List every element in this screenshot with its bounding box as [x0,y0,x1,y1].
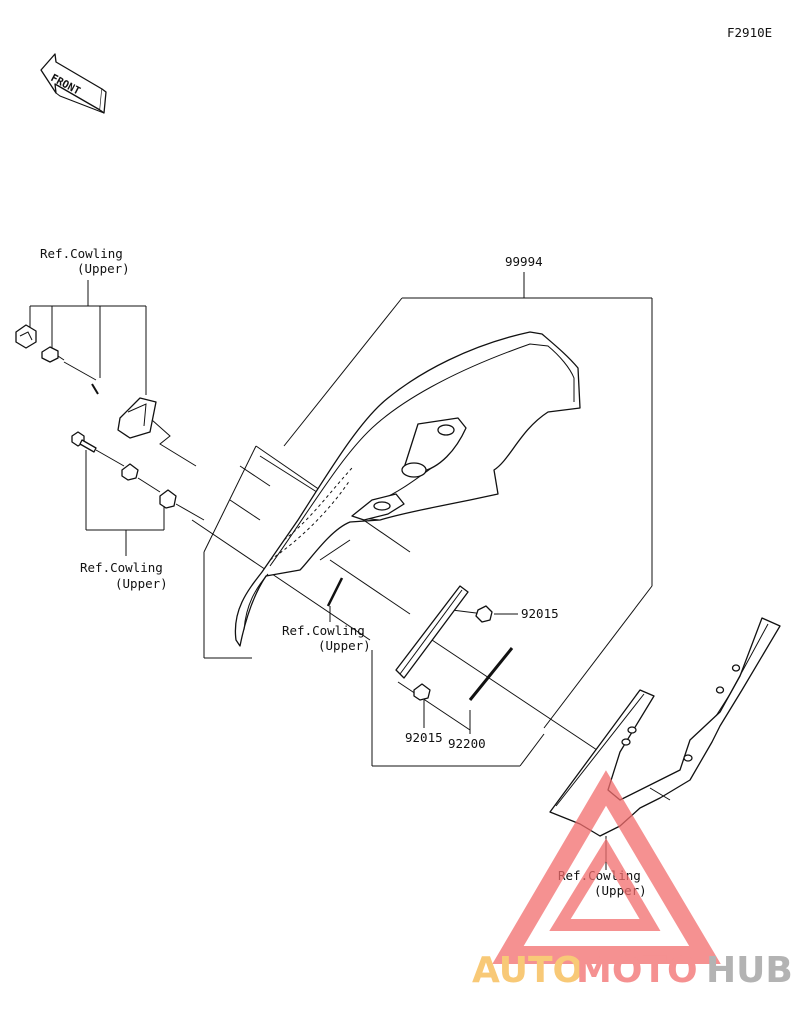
nut-92015-left-part [413,683,431,701]
leader-lines-ref-1 [29,280,147,395]
svg-text:(Upper): (Upper) [318,638,371,653]
ref-cowling-label-1: Ref.Cowling (Upper) [40,246,130,276]
svg-text:Ref.Cowling: Ref.Cowling [80,560,163,575]
part-number-99994: 99994 [505,254,543,269]
leader-lines-ref-2 [85,450,165,556]
collar-part [121,463,139,481]
mount-bracket-part [549,617,781,837]
part-number-92200: 92200 [448,736,486,751]
front-arrow-icon: FRONT [40,53,107,114]
bolt-part [41,346,65,363]
bolt-long-part [71,431,97,453]
stay-strip-part [395,585,469,679]
part-number-92015-a: 92015 [521,606,559,621]
windshield-part [234,331,581,647]
clip-nut-part [15,324,37,349]
watermark-moto: MOTO [576,950,698,991]
nut-92015-right-part [475,605,493,623]
part-number-92015-b: 92015 [405,730,443,745]
automotohub-watermark-logo: AUTO MOTO HUB [472,770,793,991]
bracket-clip-part [117,397,157,439]
svg-text:Ref.Cowling: Ref.Cowling [282,623,365,638]
watermark-auto: AUTO [472,950,583,991]
watermark-hub: HUB [706,950,793,991]
svg-text:(Upper): (Upper) [115,576,168,591]
ref-cowling-label-2: Ref.Cowling (Upper) [80,560,168,591]
grommet-part [159,489,177,509]
svg-text:(Upper): (Upper) [77,261,130,276]
svg-text:Ref.Cowling: Ref.Cowling [40,246,123,261]
seal-strip-92200-part [468,647,514,701]
diagram-code: F2910E [727,25,772,40]
leader-frame-99994 [283,272,653,729]
ref-cowling-label-3: Ref.Cowling (Upper) [282,623,371,653]
